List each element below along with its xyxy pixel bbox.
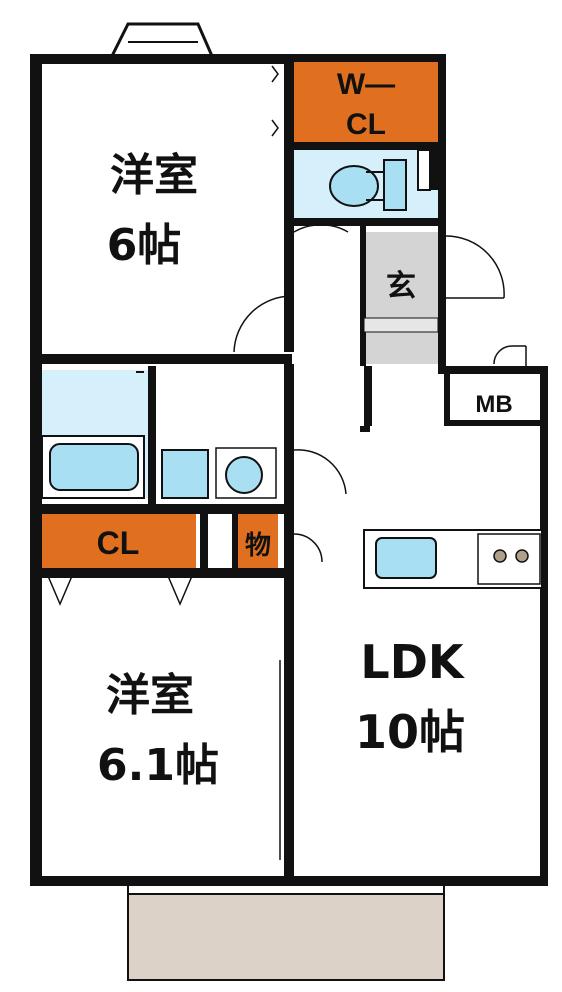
walk-in-closet-label-2: CL xyxy=(346,108,386,141)
room-name-western-bottom: 洋室 xyxy=(106,670,194,721)
closet-label: CL xyxy=(97,525,140,561)
meter-box-label: MB xyxy=(475,391,512,418)
walls xyxy=(30,54,548,886)
entrance-label: 玄 xyxy=(386,269,416,304)
room-size-ldk: 10帖 xyxy=(355,705,465,759)
washbasin xyxy=(161,449,209,499)
bay-window xyxy=(109,22,215,58)
balcony-area xyxy=(127,883,445,981)
room-size-western-bottom: 6.1帖 xyxy=(97,740,219,791)
entrance-step xyxy=(363,317,439,333)
kitchen-counter xyxy=(363,529,543,589)
washing-machine xyxy=(215,447,277,499)
closet-area xyxy=(40,514,196,570)
entrance-area xyxy=(364,232,438,364)
walk-in-closet-label-1: W— xyxy=(337,68,395,101)
room-name-ldk: LDK xyxy=(360,635,465,689)
walk-in-closet-area xyxy=(292,60,440,144)
toilet-wall-edge xyxy=(417,149,431,191)
doors xyxy=(47,65,527,606)
room-size-western-top: 6帖 xyxy=(107,220,182,271)
bathtub xyxy=(41,435,145,499)
balcony-windows xyxy=(199,876,381,886)
toilet xyxy=(329,159,407,211)
room-name-western-top: 洋室 xyxy=(110,150,198,201)
storage-label: 物 xyxy=(245,531,271,561)
storage-area xyxy=(238,514,278,570)
